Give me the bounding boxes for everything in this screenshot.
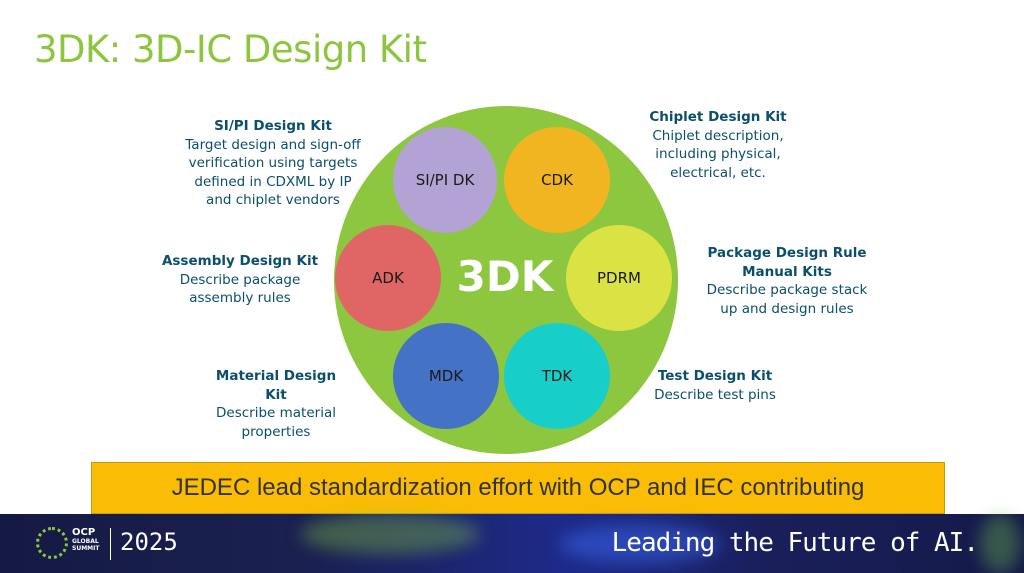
slogan: Leading the Future of AI. xyxy=(611,528,979,558)
ocp-logo-text: OCP GLOBAL SUMMIT xyxy=(72,527,100,552)
sipi-heading: SI/PI Design Kit xyxy=(214,118,332,134)
footer-glow xyxy=(980,514,1020,573)
tdk-circle: TDK xyxy=(504,323,610,429)
sipi-circle: SI/PI DK xyxy=(393,127,497,233)
jedec-banner: JEDEC lead standardization effort with O… xyxy=(91,462,945,514)
pdrm-text: Describe package stack up and design rul… xyxy=(706,282,868,317)
footer-glow xyxy=(300,514,480,554)
ocp-logo-icon xyxy=(36,527,68,559)
adk-circle: ADK xyxy=(335,225,441,331)
mdk-heading: Material Design Kit xyxy=(215,368,337,403)
pdrm-heading: Package Design Rule Manual Kits xyxy=(707,245,867,280)
cdk-circle: CDK xyxy=(504,127,610,233)
cdk-heading: Chiplet Design Kit xyxy=(649,109,787,125)
sipi-text: Target design and sign-off verification … xyxy=(185,136,361,209)
footer: OCP GLOBAL SUMMIT 2025 Leading the Futur… xyxy=(0,514,1024,573)
footer-glow xyxy=(560,524,720,564)
adk-text: Describe package assembly rules xyxy=(179,271,301,307)
tdk-heading: Test Design Kit xyxy=(657,368,773,384)
adk-heading: Assembly Design Kit xyxy=(161,253,319,269)
summit-year: 2025 xyxy=(120,528,178,556)
tdk-text: Describe test pins xyxy=(654,386,776,403)
center-label: 3DK xyxy=(456,252,554,301)
logo-divider xyxy=(110,528,111,560)
pdrm-circle: PDRM xyxy=(566,225,672,331)
mdk-text: Describe material properties xyxy=(216,405,336,440)
cdk-text: Chiplet description, including physical,… xyxy=(652,127,784,181)
mdk-circle: MDK xyxy=(393,323,499,429)
slide-title: 3DK: 3D-IC Design Kit xyxy=(34,28,427,71)
